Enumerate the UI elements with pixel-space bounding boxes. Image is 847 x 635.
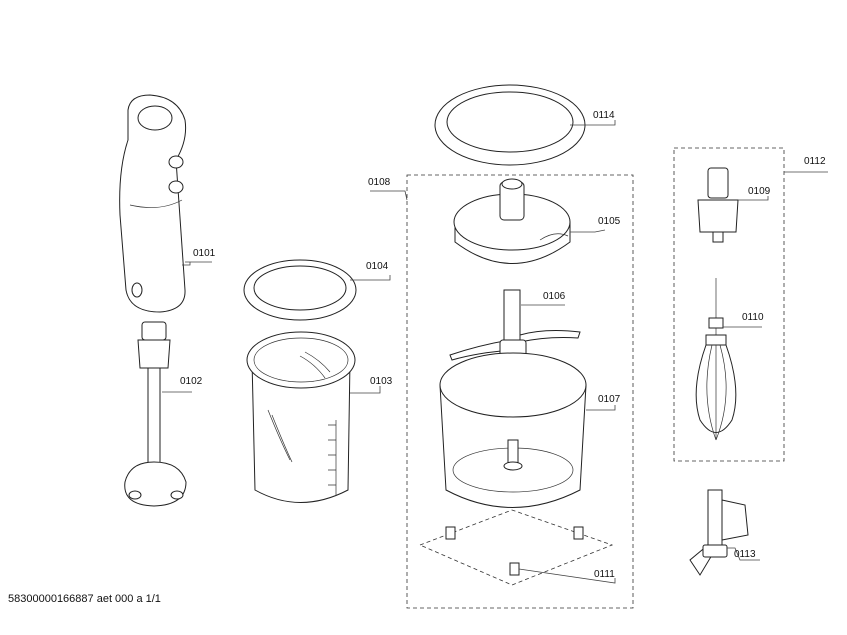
part-chopper-blade	[449, 289, 581, 361]
part-beaker-lid	[243, 259, 357, 321]
assembly-0108-box	[406, 174, 634, 609]
callout-0105: 0105	[598, 216, 621, 227]
callout-0102: 0102	[180, 376, 203, 387]
part-bowl-lid-ring	[434, 84, 586, 166]
callout-0106: 0106	[543, 291, 566, 302]
callout-0104: 0104	[366, 261, 389, 272]
callout-0114: 0114	[593, 110, 615, 121]
part-blender-foot	[124, 321, 187, 507]
callout-0107: 0107	[598, 394, 621, 405]
part-chopper-bowl	[439, 352, 587, 508]
callout-0112: 0112	[804, 156, 826, 167]
callout-0113: 0113	[734, 549, 756, 560]
callout-0111: 0111	[594, 569, 615, 580]
part-motor-handle	[119, 94, 187, 313]
callout-0109: 0109	[748, 186, 771, 197]
part-rubber-feet	[418, 509, 614, 586]
part-whisk-gear	[697, 167, 739, 243]
part-measuring-beaker	[246, 331, 356, 503]
part-whisk	[695, 278, 737, 441]
callout-0110: 0110	[742, 312, 764, 323]
callout-0103: 0103	[370, 376, 393, 387]
part-ice-crusher-blade	[689, 489, 749, 576]
callout-0108: 0108	[368, 177, 391, 188]
part-chopper-lid	[453, 178, 571, 264]
callout-0101: 0101	[193, 248, 216, 259]
assembly-0112-box	[673, 147, 785, 462]
leader-lines	[162, 120, 828, 584]
document-footer-id: 58300000166887 aet 000 a 1/1	[8, 593, 161, 605]
